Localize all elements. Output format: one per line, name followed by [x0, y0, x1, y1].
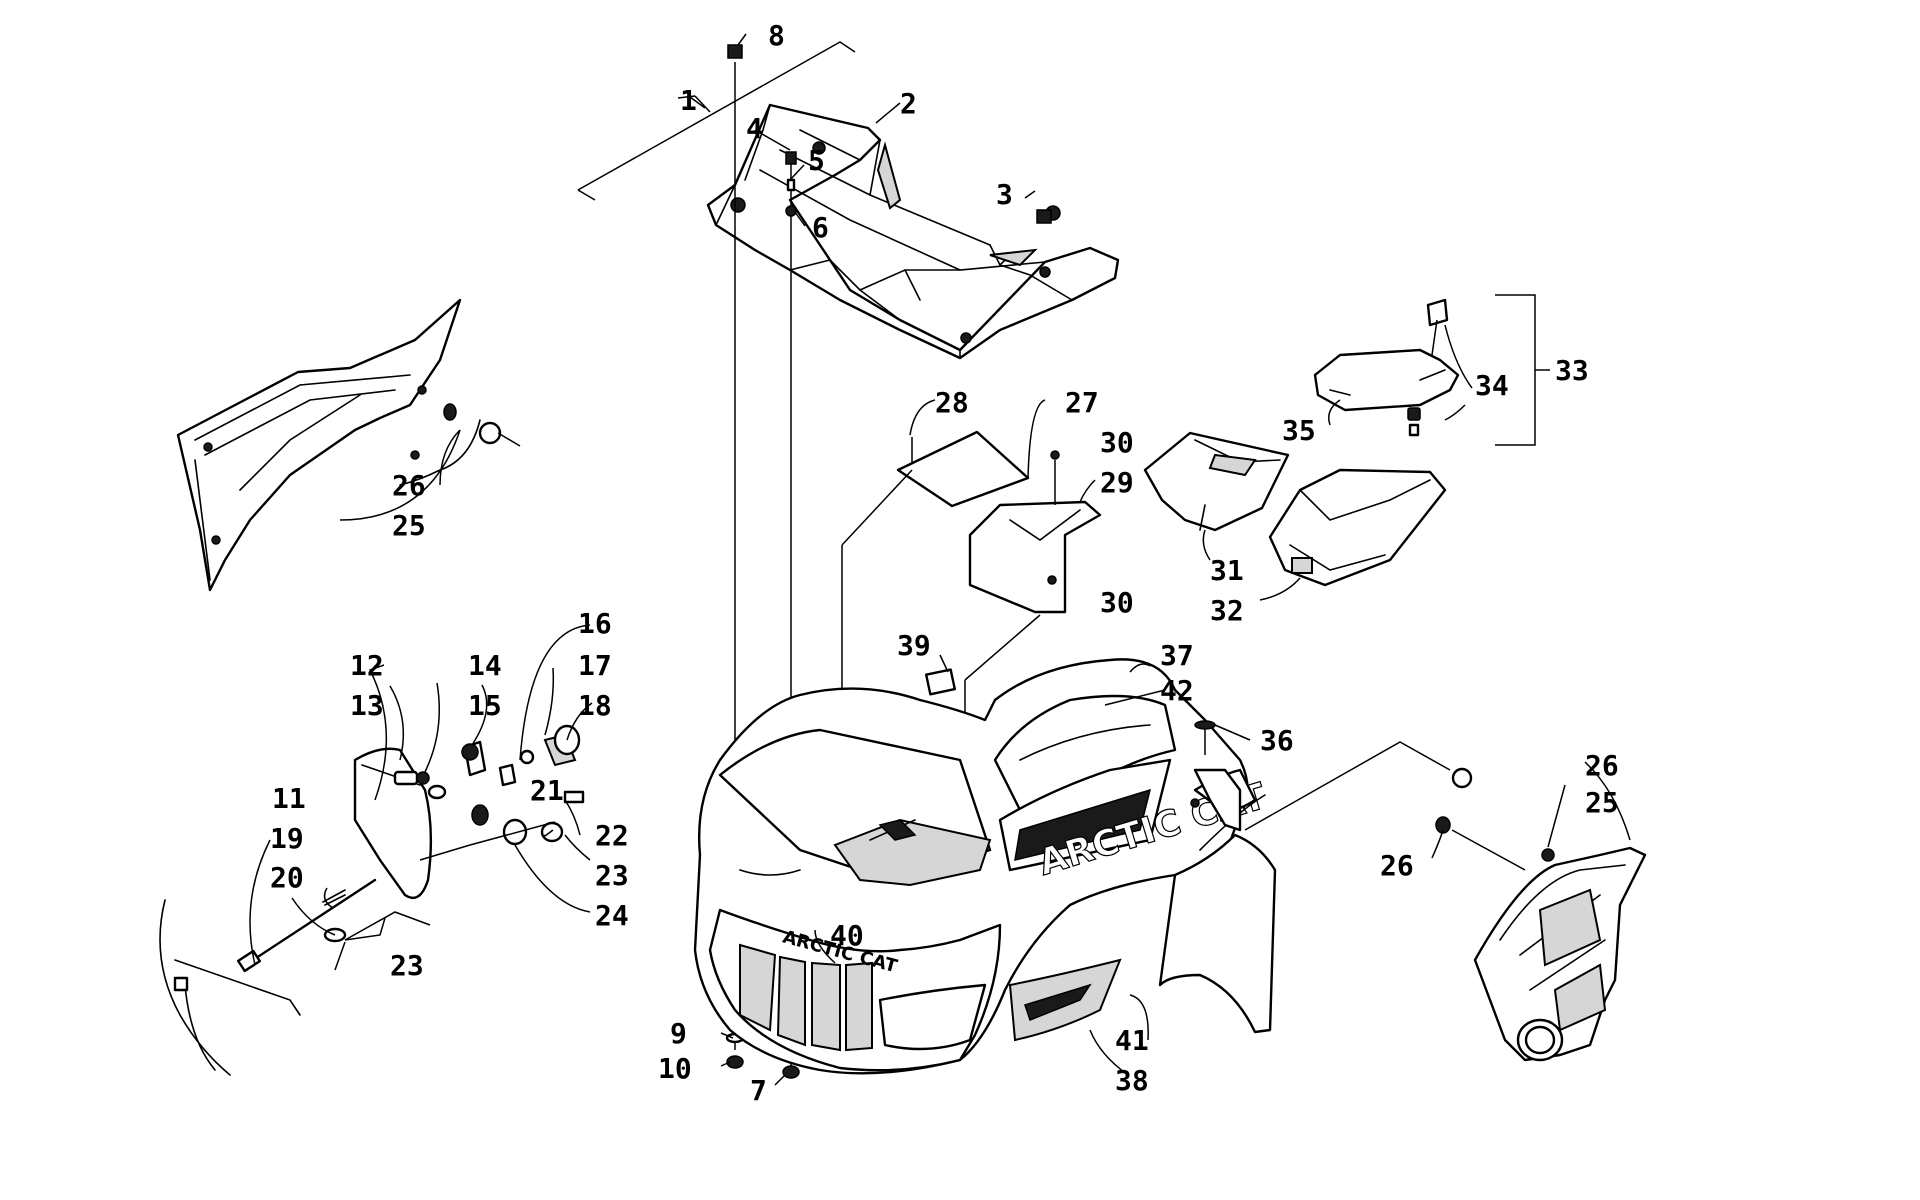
callout-26b: 26 [1585, 749, 1619, 782]
callout-5: 5 [808, 144, 825, 177]
callout-11: 11 [272, 782, 306, 815]
callout-40: 40 [830, 919, 864, 952]
callout-19: 19 [270, 822, 304, 855]
left-side-panel [176, 298, 521, 592]
callout-17: 17 [578, 649, 612, 682]
callout-21: 21 [530, 774, 564, 807]
callout-42: 42 [1160, 674, 1194, 707]
callout-16: 16 [578, 607, 612, 640]
callout-25b: 25 [1585, 786, 1619, 819]
storage-parts [841, 294, 1536, 900]
callout-13: 13 [350, 689, 384, 722]
callout-26c: 26 [1380, 849, 1414, 882]
callout-12: 12 [350, 649, 384, 682]
callout-15: 15 [468, 689, 502, 722]
callout-leaders [249, 33, 1631, 1086]
callout-29: 29 [1100, 466, 1134, 499]
callout-3: 3 [996, 178, 1013, 211]
right-side-panel [1435, 816, 1647, 1062]
callout-30b: 30 [1100, 586, 1134, 619]
callout-20: 20 [270, 861, 304, 894]
callout-37: 37 [1160, 639, 1194, 672]
callout-30a: 30 [1100, 426, 1134, 459]
callout-2: 2 [900, 87, 917, 120]
callout-24: 24 [595, 899, 629, 932]
callout-23b: 23 [390, 949, 424, 982]
callout-10: 10 [658, 1052, 692, 1085]
callout-7: 7 [750, 1074, 767, 1107]
callout-38: 38 [1115, 1064, 1149, 1097]
headlight-assembly [159, 724, 585, 1076]
callout-14: 14 [468, 649, 502, 682]
callout-9: 9 [670, 1017, 687, 1050]
callout-41: 41 [1115, 1024, 1149, 1057]
callout-36: 36 [1260, 724, 1294, 757]
callout-33: 33 [1555, 354, 1589, 387]
callout-8: 8 [768, 19, 785, 52]
callout-39: 39 [897, 629, 931, 662]
callout-22: 22 [595, 819, 629, 852]
callout-27: 27 [1065, 386, 1099, 419]
front-body-shell: ARCTIC CAT ARCTIC CAT [693, 654, 1473, 1075]
callout-labels: 1 2 3 4 5 6 7 8 9 10 11 12 13 14 15 16 1… [270, 19, 1619, 1107]
callout-35: 35 [1282, 414, 1316, 447]
callout-32: 32 [1210, 594, 1244, 627]
callout-4: 4 [746, 112, 763, 145]
callout-28: 28 [935, 386, 969, 419]
callout-6: 6 [812, 211, 829, 244]
callout-31: 31 [1210, 554, 1244, 587]
callout-23a: 23 [595, 859, 629, 892]
callout-1: 1 [680, 84, 697, 117]
callout-34: 34 [1475, 369, 1509, 402]
callout-25a: 25 [392, 509, 426, 542]
callout-26a: 26 [392, 469, 426, 502]
callout-18: 18 [578, 689, 612, 722]
